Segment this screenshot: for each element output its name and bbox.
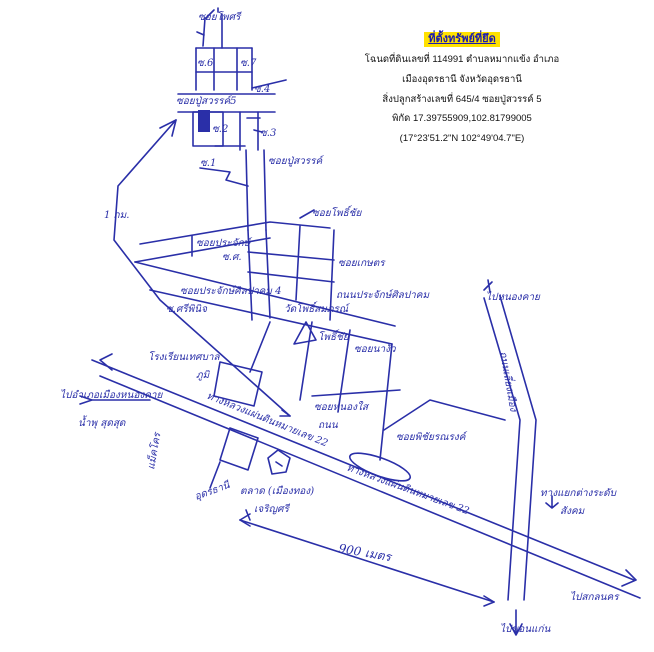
distance-900m	[239, 513, 495, 607]
soi-pu-sawan	[199, 149, 267, 231]
label-cross2: เจริญศรี	[254, 503, 291, 515]
label-soi-rong2: ถนน	[318, 420, 339, 431]
middle-grid	[134, 209, 401, 461]
label-soi-bypass: ซอยพิชัยรณรงค์	[396, 431, 467, 443]
info-line-5: (17°23'51.2"N 102°49'04.7"E)	[399, 133, 525, 145]
label-s3: ซ.3	[260, 128, 276, 139]
label-left-to2: น้ำพุ สุดสุด	[78, 415, 126, 429]
label-soi-phanna: ซ.ศรีพินิจ	[166, 303, 208, 315]
label-ss: ซ.ศ.	[222, 252, 242, 263]
distance-1km	[113, 119, 291, 417]
label-soi-prachak: ซอยประจักษ์	[196, 237, 252, 249]
arrow-interchange	[545, 495, 559, 509]
label-soi-pu: ซอยปู่สวรรค์	[268, 155, 324, 167]
market-area	[209, 427, 291, 521]
target-property-marker	[198, 110, 210, 132]
top-soi-cluster	[177, 7, 287, 151]
label-hospital2: ภูมิ	[196, 369, 211, 381]
label-1km: 1 กม.	[104, 210, 129, 221]
info-line-2: เมืองอุดรธานี จังหวัดอุดรธานี	[402, 73, 522, 85]
label-to-nongkhai: ไปหนองคาย	[486, 291, 541, 303]
label-market: แม็คโคร	[144, 430, 164, 470]
info-title: ที่ตั้งทรัพย์ที่ยึด	[424, 32, 500, 47]
label-s4: ซ.4	[254, 84, 270, 95]
info-line-1: โฉนดที่ดินเลขที่ 114991 ตำบลหมากแข้ง อำเ…	[364, 54, 560, 65]
label-s1: ซ.1	[200, 158, 216, 169]
label-s6: ซ.6	[197, 58, 214, 69]
label-soi5: ซอยปู่สวรรค์5	[176, 95, 237, 107]
property-info-box: ที่ตั้งทรัพย์ที่ยึด โฉนดที่ดินเลขที่ 114…	[356, 30, 568, 149]
label-soi-rong: ซอยหนองใส	[314, 401, 370, 413]
info-line-3: สิ่งปลูกสร้างเลขที่ 645/4 ซอยปู่สวรรค์ 5	[382, 93, 542, 105]
label-left-to: ไปอำเภอเมืองหนองคาย	[60, 389, 164, 401]
label-prachak-row: ซอยประจักษ์ศิลปาคม 4	[180, 285, 282, 297]
info-line-4: พิกัด 17.39755909,102.81799005	[392, 113, 532, 125]
arrow-left	[79, 395, 151, 405]
label-soi-narong: ซอยนางัว	[354, 344, 397, 355]
label-new-rd2: สังคม	[560, 506, 586, 517]
label-highway: ทางหลวงแผ่นดินหมายเลข 22	[205, 390, 330, 450]
label-hospital: โรงเรียนเทศบาล	[148, 351, 220, 363]
label-soi-top: ซอยโพศรี	[198, 11, 242, 23]
label-pho-sri: โพธิ์ชัย	[318, 329, 350, 343]
label-soi-kaset: ซอยเกษตร	[338, 258, 386, 269]
label-cross: ตลาด (เมืองทอง)	[240, 485, 314, 497]
bypass-road	[383, 279, 537, 636]
label-to-khonkaen: ไปขอนแก่น	[500, 623, 552, 635]
label-temple: วัดโพธิ์สมภรณ์	[284, 301, 350, 315]
label-new-rd: ทางแยกต่างระดับ	[540, 488, 618, 499]
label-pracha-rd: ถนนประจักษ์ศิลปาคม	[336, 289, 430, 301]
label-highway-oval: ทางหลวงแผ่นดินหมายเลข 22	[345, 462, 471, 518]
label-s7: ซ.7	[240, 58, 257, 69]
label-to-sakon: ไปสกลนคร	[570, 591, 620, 603]
label-soi-phothi: ซอยโพธิ์ชัย	[312, 205, 363, 219]
label-s2: ซ.2	[212, 124, 228, 135]
highway-22	[91, 353, 641, 599]
